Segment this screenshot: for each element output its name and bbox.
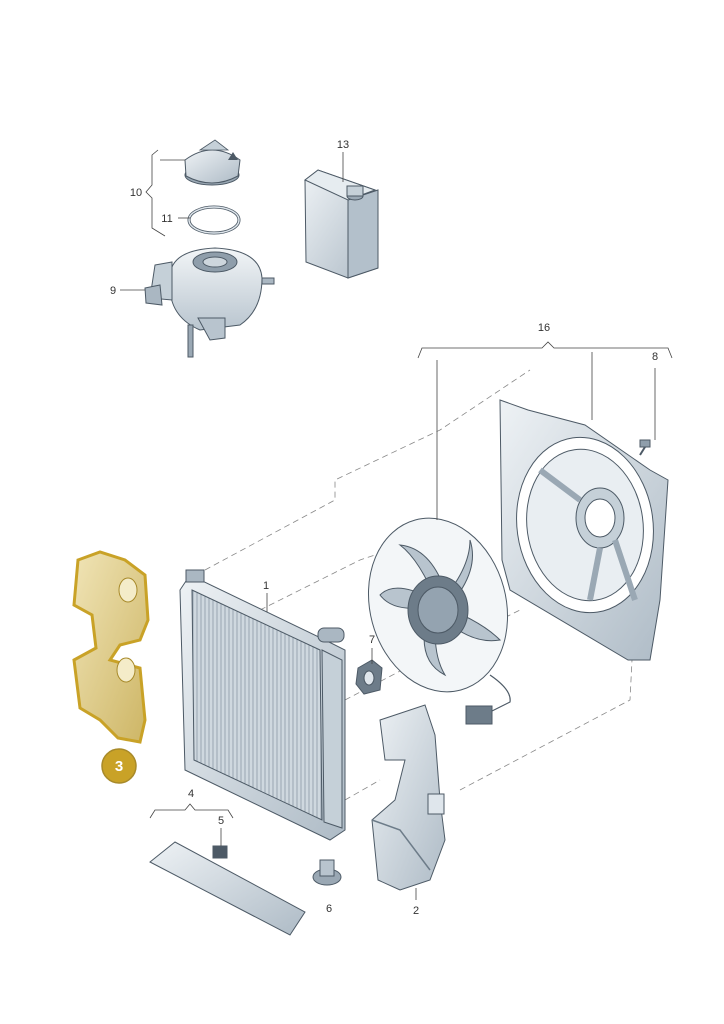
rubber-mount	[312, 859, 342, 886]
callout-1: 1	[263, 580, 269, 592]
callout-16: 16	[538, 322, 550, 334]
expansion-tank	[144, 247, 275, 358]
callout-4: 4	[188, 788, 194, 800]
air-deflector	[149, 841, 306, 936]
callout-9: 9	[110, 285, 116, 297]
mounting-bracket	[355, 659, 383, 695]
callout-7: 7	[369, 634, 375, 646]
callout-5: 5	[218, 815, 224, 827]
leader-lines	[120, 149, 673, 900]
callout-2: 2	[413, 905, 419, 917]
callout-13: 13	[337, 139, 349, 151]
fan-impeller	[367, 517, 511, 725]
coolant-bottle	[304, 169, 379, 279]
air-guide	[371, 704, 446, 891]
callout-6: 6	[326, 903, 332, 915]
callout-11: 11	[161, 213, 172, 225]
bolt	[639, 439, 651, 456]
highlighted-air-guide-part	[72, 550, 150, 744]
callout-10: 10	[130, 187, 142, 199]
radiator	[179, 569, 346, 841]
callout-8: 8	[652, 351, 658, 363]
part-3-badge-label: 3	[115, 758, 123, 775]
clip	[212, 845, 228, 859]
part-3-badge[interactable]: 3	[101, 748, 137, 784]
coolant-cap	[184, 139, 241, 186]
fan-shroud	[499, 399, 669, 661]
callout-labels: 1 2 4 5 6 7 8 9 10 11 13 16	[110, 139, 658, 917]
